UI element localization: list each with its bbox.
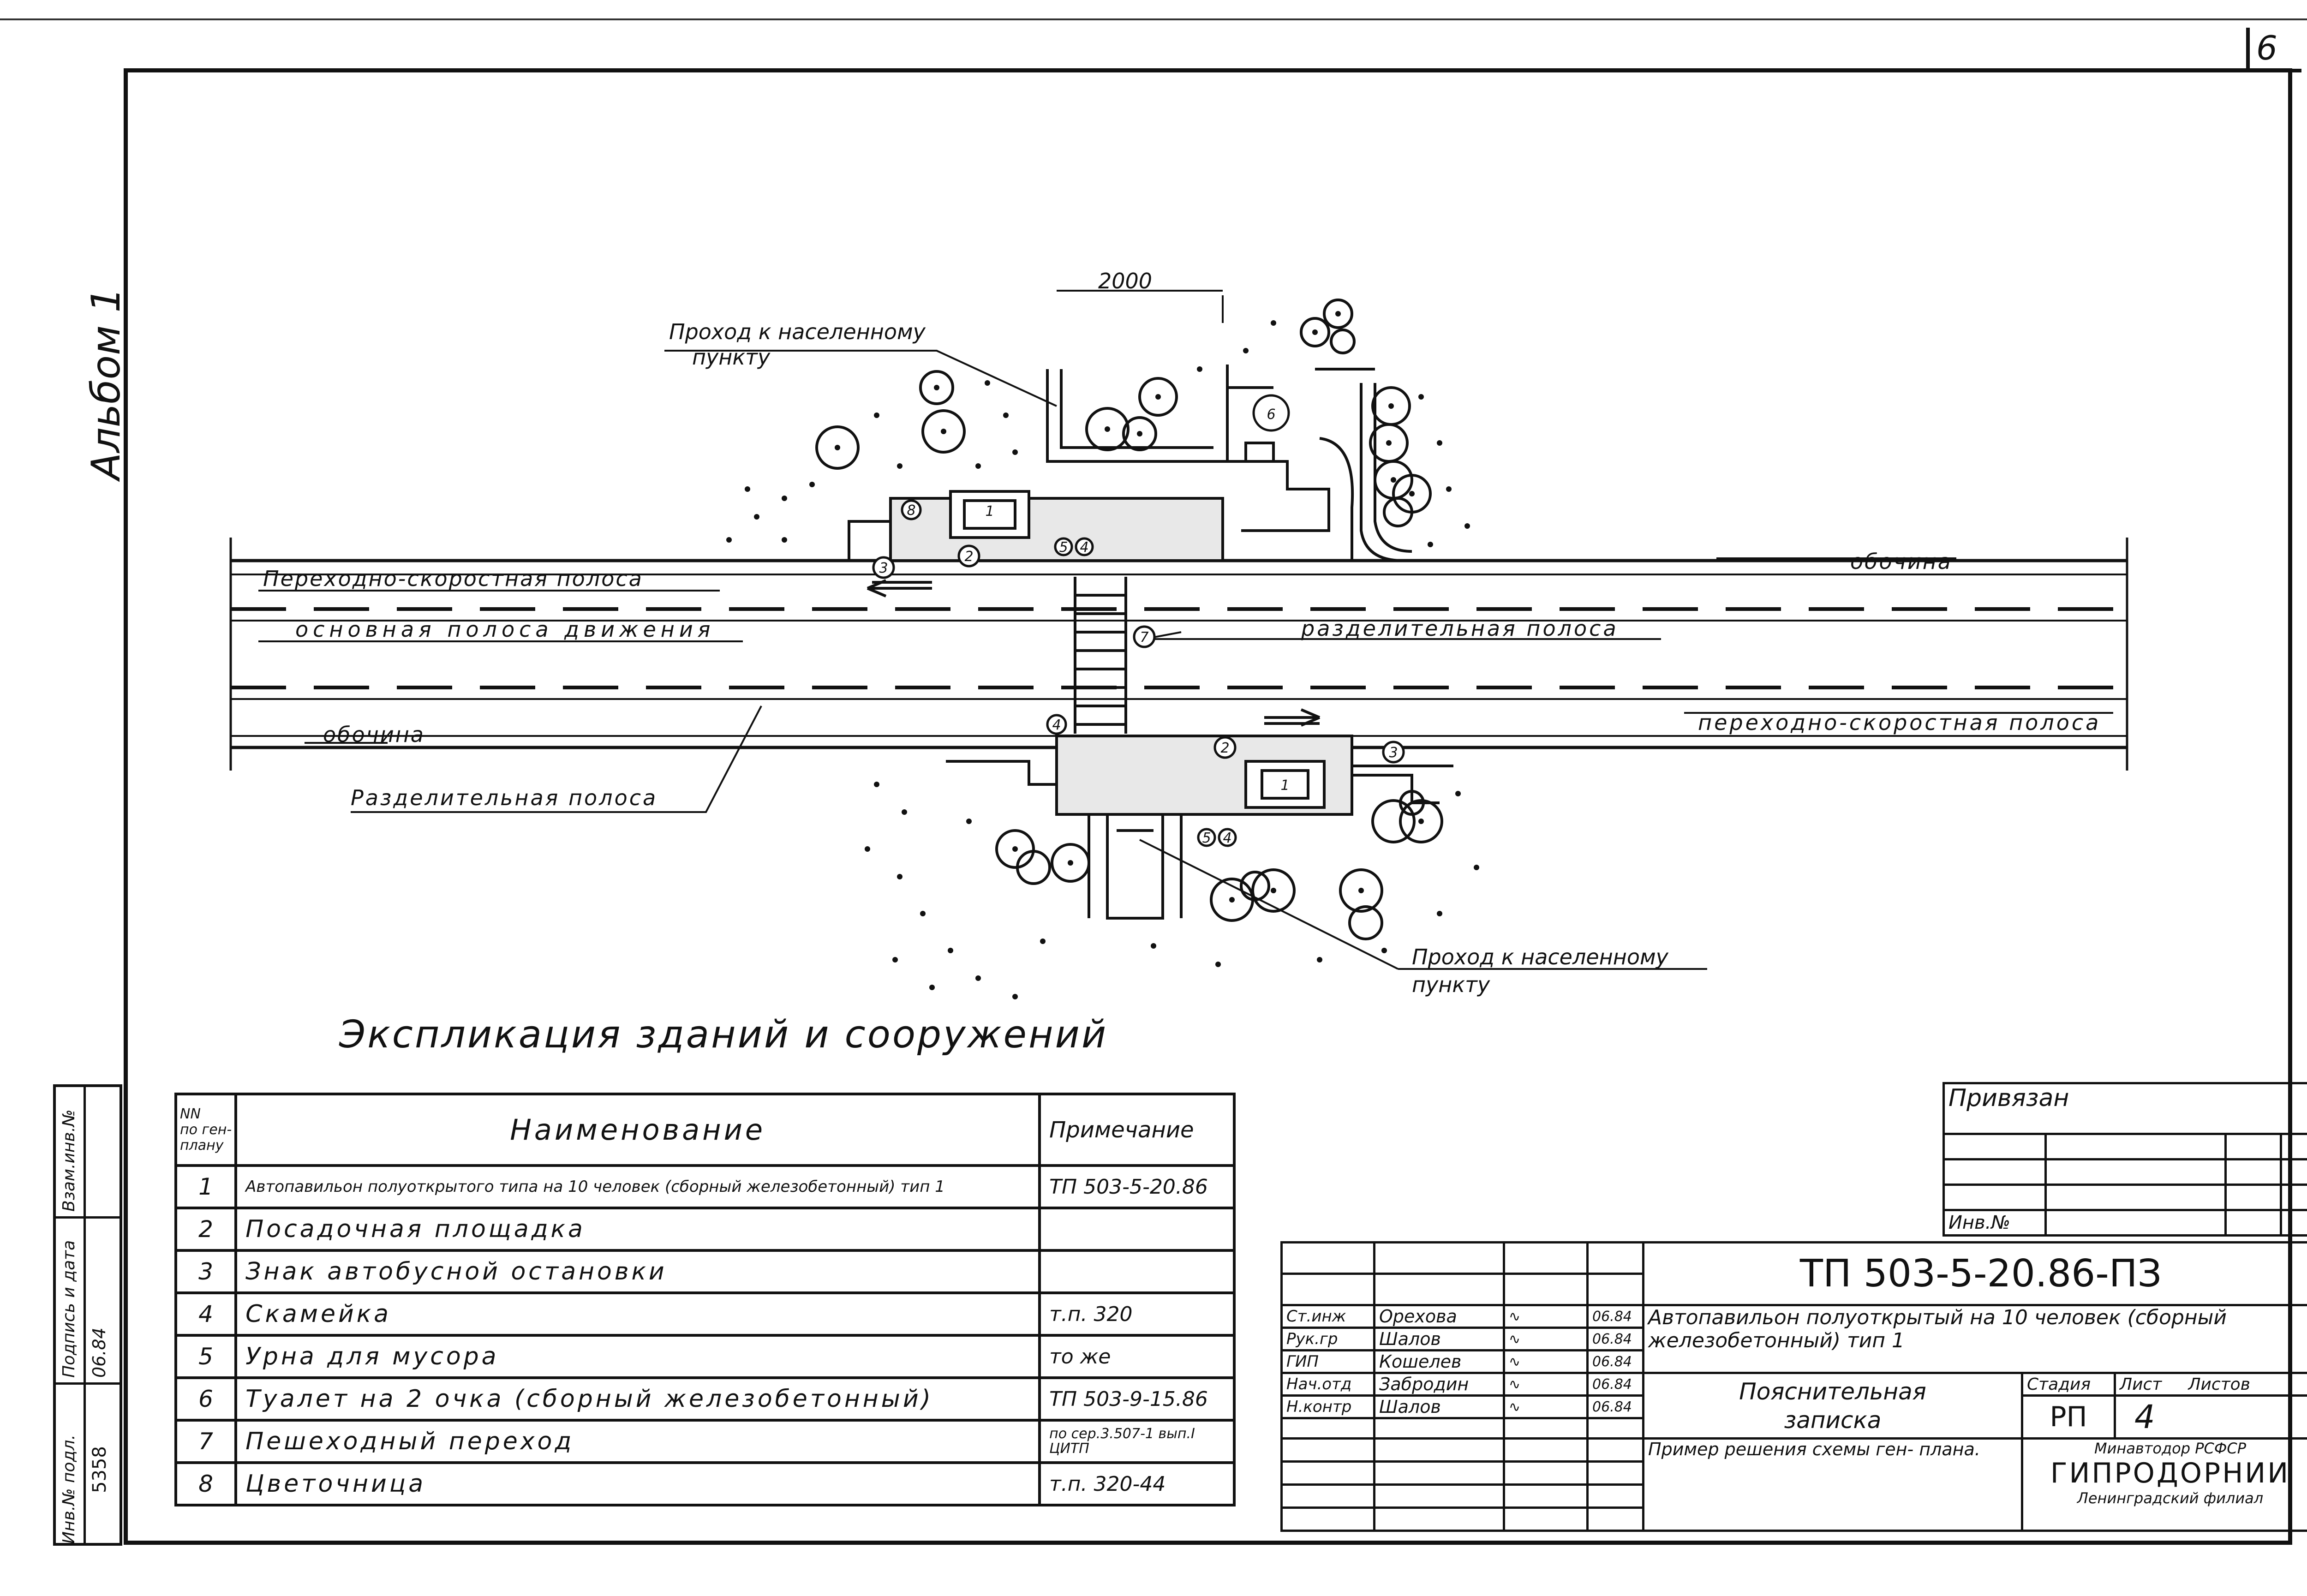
sheet-number: 6 [2256, 29, 2277, 67]
inv-no-label: Инв.№ [1942, 1209, 2047, 1237]
pavilion-label-top: 1 [985, 503, 994, 520]
passage-bottom-1: Проход к населенному [1412, 944, 1669, 969]
signature-row: Ст.инж Орехова ∿ 06.84 Автопавильон полу… [1280, 1304, 2307, 1374]
sheet-frame [124, 68, 2292, 1545]
callout-4b: 4 [1052, 717, 1061, 733]
callout-5: 5 [1059, 539, 1068, 556]
sign-label: Подпись и дата [60, 1240, 78, 1378]
sheet-name: Пример решения схемы ген- плана. [1642, 1437, 2023, 1532]
table-row: 7 Пешеходный переход по сер.3.507-1 вып.… [174, 1419, 1236, 1464]
label-main-lane: основная полоса движения [295, 617, 715, 642]
header-note: Примечание [1038, 1093, 1236, 1167]
privyazan-block: Привязан Инв.№ [1942, 1082, 2307, 1237]
callout-3: 3 [879, 560, 888, 576]
table-row: 2 Посадочная площадка [174, 1207, 1236, 1252]
sheet-label-cell: Лист Листов [2114, 1372, 2307, 1397]
top-border-line [0, 18, 2307, 20]
table-row: 5 Урна для мусора то же [174, 1334, 1236, 1379]
callout-4: 4 [1080, 539, 1088, 556]
table-row: 1 Автопавильон полуоткрытого типа на 10 … [174, 1164, 1236, 1209]
side-stamp: Взам.инв.№ Подпись и дата 06.84 Инв.№ по… [53, 1084, 122, 1546]
callout-5b: 5 [1202, 830, 1211, 846]
table-row: 4 Скамейка т.п. 320 [174, 1291, 1236, 1337]
callout-2b: 2 [1220, 740, 1229, 756]
inv-label: Инв.№ подл. [60, 1435, 78, 1544]
header-name: Наименование [234, 1093, 1041, 1167]
label-divider-bottom: Разделительная полоса [351, 785, 657, 810]
title-block: ТП 503-5-20.86-ПЗ Ст.инж Орехова ∿ 06.84… [1280, 1241, 2307, 1532]
pavilion-label-bottom: 1 [1280, 777, 1289, 794]
signature-row: ГИП Кошелев ∿ 06.84 [1280, 1349, 2307, 1374]
tree-dots [835, 311, 1424, 903]
sheet-number-box [2246, 28, 2301, 72]
label-divider: разделительная полоса [1301, 616, 1619, 641]
label-shoulder-top: обочина [1850, 549, 1952, 574]
site-plan: 3 2 5 4 7 6 8 4 2 3 5 4 1 1 2000 Проход … [229, 269, 2128, 999]
table-row: 3 Знак автобусной остановки [174, 1249, 1236, 1294]
dim-2000: 2000 [1098, 269, 1152, 293]
signature-row: Н.контр Шалов ∿ 06.84 РП 4 [1280, 1394, 2307, 1440]
traffic-arrows [867, 579, 1321, 727]
callout-2: 2 [964, 549, 973, 565]
callout-6: 6 [1267, 406, 1275, 423]
callout-4c: 4 [1223, 830, 1231, 846]
trees [815, 299, 1443, 940]
label-lane-transition-top: Переходно-скоростная полоса [263, 566, 643, 591]
callouts [872, 394, 1405, 847]
callout-8: 8 [907, 502, 915, 519]
sign-date: 06.84 [89, 1327, 109, 1378]
passage-top-2: пункту [692, 345, 771, 370]
inv-value: 5358 [89, 1446, 110, 1493]
stage-value: РП [2021, 1394, 2116, 1440]
vzam-label: Взам.инв.№ [60, 1109, 78, 1212]
object-name: Автопавильон полуоткрытый на 10 человек … [1642, 1304, 2307, 1374]
grass-dots [726, 320, 1479, 999]
upper-stop [848, 365, 1412, 562]
signature-row: Рук.гр Шалов ∿ 06.84 [1280, 1327, 2307, 1351]
pedestrian-crossing [1074, 577, 1127, 734]
callout-7: 7 [1140, 629, 1148, 646]
table-row: 6 Туалет на 2 очка (сборный железобетонн… [174, 1376, 1236, 1422]
stage-label: Стадия [2021, 1372, 2116, 1397]
organization: Минавтодор РСФСР ГИПРОДОРНИИ Ленинградск… [2021, 1437, 2307, 1532]
label-lane-transition-bottom: переходно-скоростная полоса [1698, 710, 2101, 735]
table-row: 8 Цветочница т.п. 320-44 [174, 1461, 1236, 1506]
callout-3b: 3 [1389, 745, 1398, 761]
explication-title: Экспликация зданий и сооружений [339, 1013, 1108, 1057]
passage-bottom-2: пункту [1412, 972, 1490, 997]
passage-top-1: Проход к населенному [669, 319, 926, 344]
sheet-no-value: 4 [2114, 1394, 2307, 1440]
leader-lines [258, 290, 2113, 970]
privyazan-label: Привязан [1942, 1082, 2307, 1135]
lower-stop [946, 735, 1453, 920]
doc-code: ТП 503-5-20.86-ПЗ [1642, 1241, 2307, 1306]
label-shoulder-bottom: обочина [323, 722, 425, 747]
